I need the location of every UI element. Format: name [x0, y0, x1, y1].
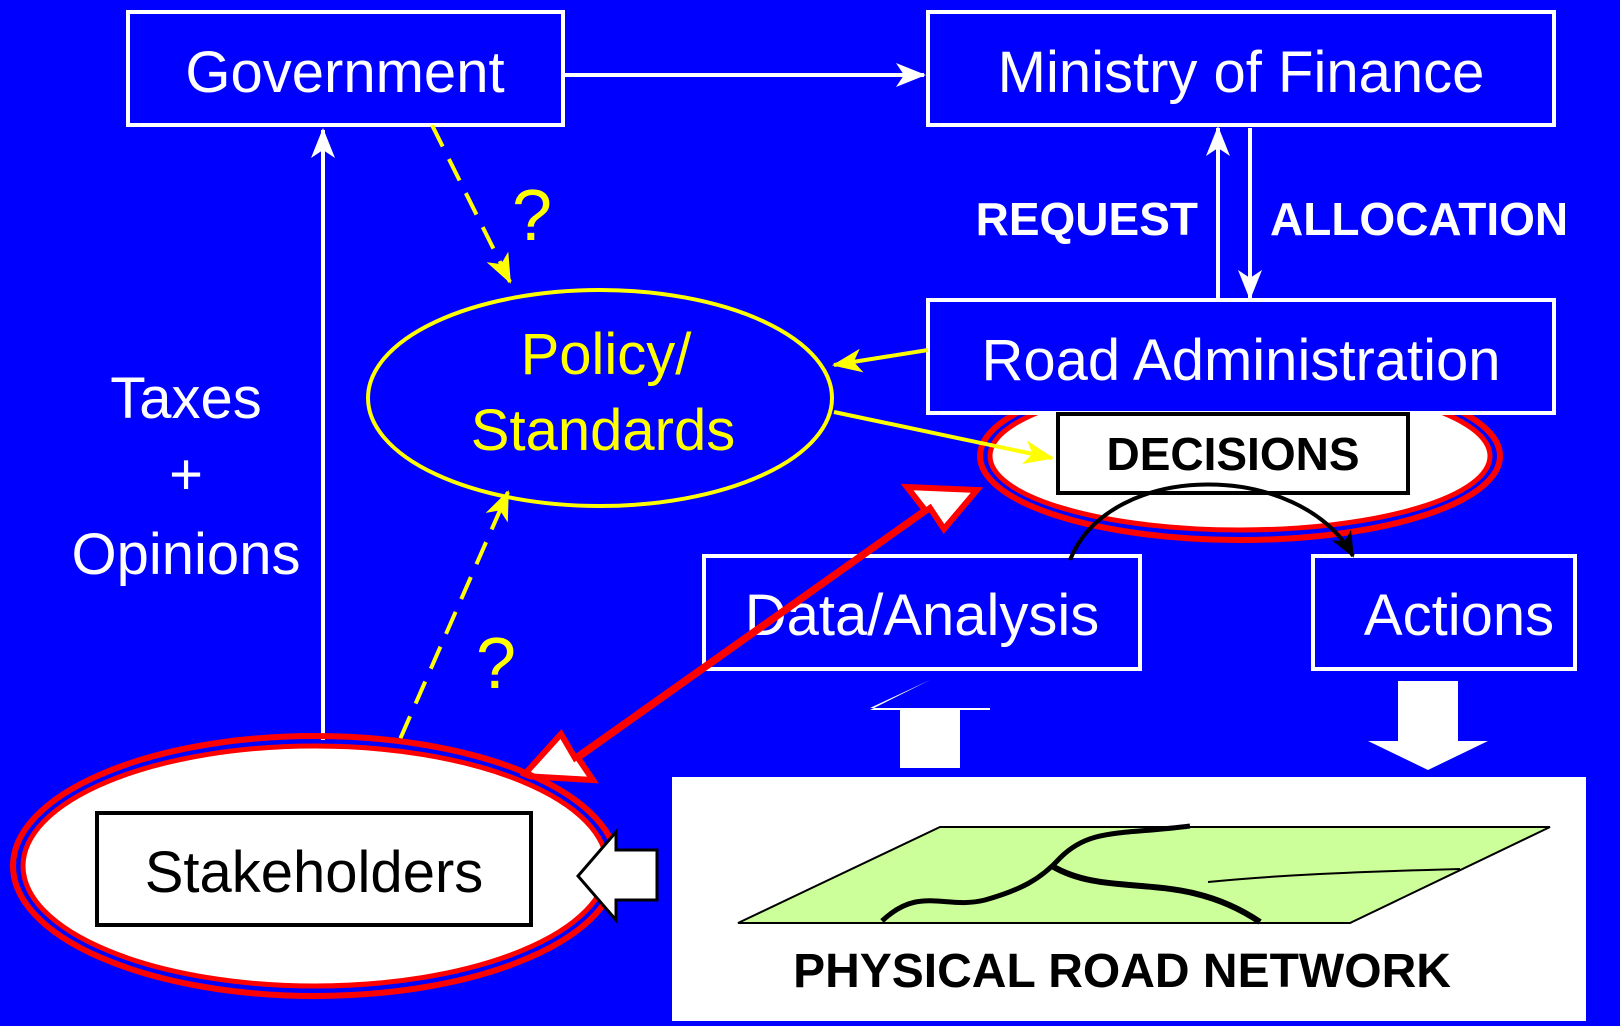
road-line-minor: [1207, 868, 1461, 883]
stakeholders-label: Stakeholders: [145, 840, 484, 905]
stakeholders-node: Stakeholders: [95, 811, 533, 927]
gov-to-policy-dashed-arrow: [430, 124, 512, 284]
decisions-label: DECISIONS: [1106, 428, 1359, 480]
question-mark-top: ?: [512, 176, 552, 256]
ministry-node: Ministry of Finance: [926, 10, 1556, 127]
policy-label-line2: Standards: [471, 398, 735, 463]
decisions-node: DECISIONS: [1056, 412, 1410, 495]
road-line-main: [880, 823, 1191, 923]
actions-label: Actions: [1364, 583, 1554, 648]
data-to-actions-curve-arrow: [1068, 482, 1355, 561]
data-analysis-label: Data/Analysis: [745, 583, 1100, 648]
question-mark-bottom: ?: [476, 624, 516, 704]
government-node: Government: [126, 10, 565, 127]
opinions-label: Opinions: [72, 522, 301, 587]
decisions-stakeholders-double-arrow: [516, 483, 984, 784]
actions-to-network-block-arrow: [1368, 681, 1488, 770]
road-admin-to-policy-arrow: [832, 348, 929, 373]
plus-label: +: [169, 442, 203, 507]
policy-to-decisions-arrow: [833, 410, 1054, 464]
road-admin-label: Road Administration: [981, 328, 1500, 393]
taxes-label: Taxes: [110, 366, 262, 431]
policy-label-line1: Policy/: [521, 322, 693, 387]
road-line-branch: [1050, 863, 1262, 925]
ministry-label: Ministry of Finance: [998, 40, 1485, 105]
network-to-stakeholders-block-arrow: [576, 827, 659, 925]
request-label: REQUEST: [976, 193, 1198, 245]
policy-node: Policy/ Standards: [366, 288, 834, 508]
road-network-label: PHYSICAL ROAD NETWORK: [793, 945, 1451, 998]
road-admin-node: Road Administration: [926, 298, 1556, 415]
road-network-panel: PHYSICAL ROAD NETWORK: [672, 777, 1586, 1021]
allocation-label: ALLOCATION: [1270, 193, 1568, 245]
network-to-data-block-arrow: [870, 680, 990, 768]
government-label: Government: [185, 40, 504, 105]
data-analysis-node: Data/Analysis: [702, 554, 1142, 671]
actions-node: Actions: [1311, 554, 1577, 671]
